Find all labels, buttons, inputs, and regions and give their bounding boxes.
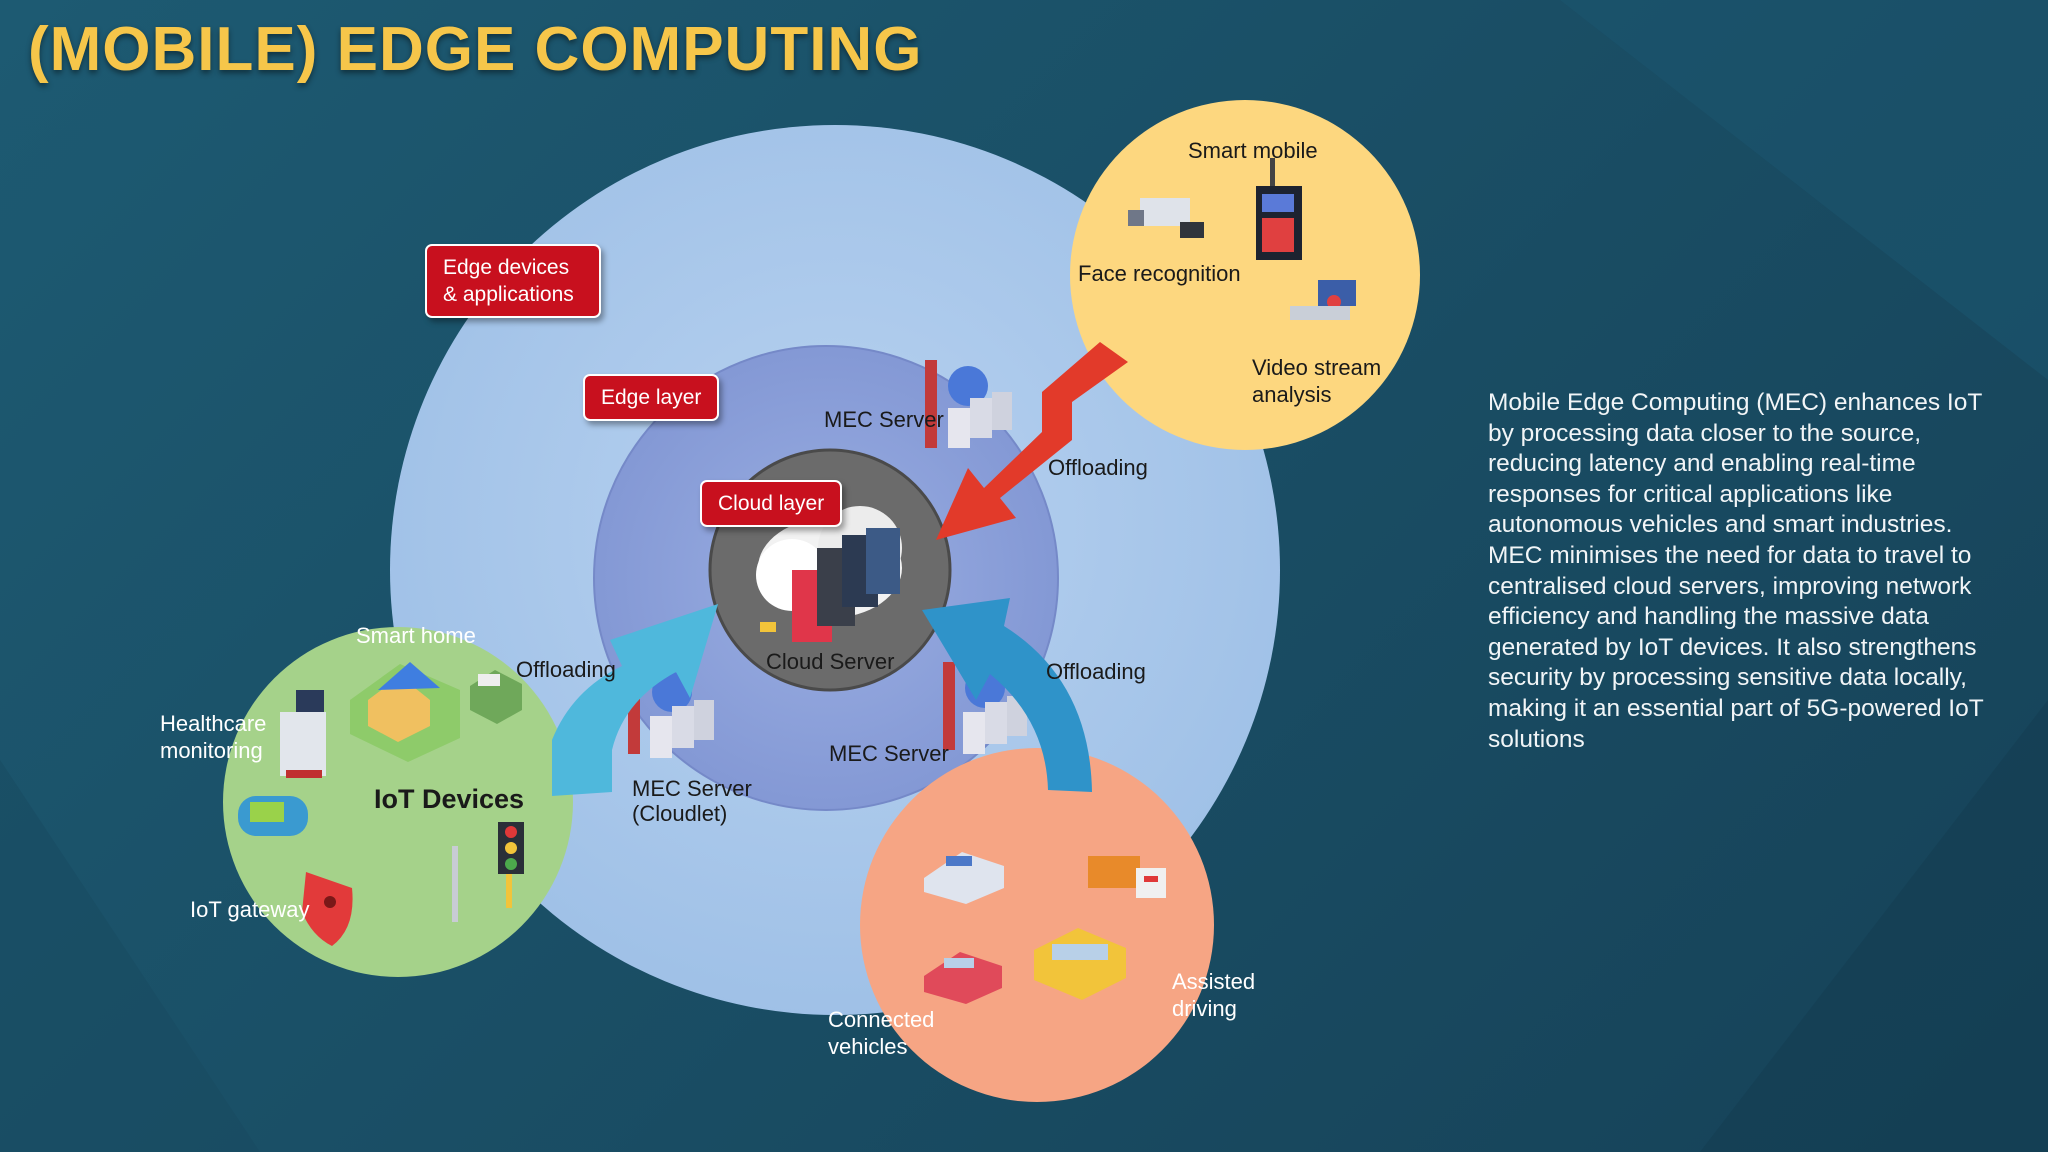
offloading-label-right: Offloading (1046, 659, 1146, 684)
offloading-label-top: Offloading (1048, 455, 1148, 480)
offload-arrow-top (936, 342, 1128, 540)
edge-devices-tag: Edge devices & applications (425, 244, 601, 318)
cloud-server-icon (756, 506, 902, 642)
edge-layer-tag: Edge layer (583, 374, 720, 421)
smart-applications-circle (1070, 100, 1420, 450)
offloading-label-left: Offloading (516, 657, 616, 682)
house-icon (350, 662, 460, 762)
offload-arrow-left (552, 604, 718, 796)
iot-gateway-label: IoT gateway (190, 897, 310, 922)
mec-server-cloudlet-label: MEC Server (Cloudlet) (632, 776, 752, 826)
camera-icon (1128, 198, 1204, 238)
healthcare-label: Healthcare monitoring (160, 711, 267, 763)
smart-mobile-label: Smart mobile (1188, 138, 1318, 163)
smart-home-label: Smart home (356, 623, 476, 648)
walkie-talkie-icon (1256, 158, 1302, 260)
mec-server-icon-top (925, 360, 1012, 448)
cloud-server-label: Cloud Server (766, 649, 895, 674)
mec-server-top-label: MEC Server (824, 407, 944, 432)
description-text: Mobile Edge Computing (MEC) enhances IoT… (1488, 389, 1984, 753)
police-car-icon (924, 852, 1004, 904)
offload-arrow-right (922, 598, 1092, 792)
red-car-icon (924, 952, 1002, 1004)
delivery-truck-icon (1088, 856, 1166, 898)
cloud-layer-tag: Cloud layer (700, 480, 843, 527)
healthcare-kiosk-icon (280, 690, 326, 778)
laptop-icon (1290, 280, 1356, 320)
face-recognition-label: Face recognition (1078, 261, 1241, 286)
connected-vehicles-label: Connected vehicles (828, 1007, 935, 1059)
shield-lock-icon (302, 872, 353, 946)
video-stream-label: Video stream analysis (1252, 355, 1382, 407)
bus-icon (1034, 928, 1126, 1000)
vehicles-circle (860, 748, 1214, 1102)
mec-server-right-label: MEC Server (829, 741, 949, 766)
water-tap-icon (470, 670, 522, 724)
traffic-light-icon (452, 822, 524, 922)
glucose-meter-icon (238, 796, 308, 836)
iot-devices-title: IoT Devices (374, 784, 525, 814)
page-title: (MOBILE) EDGE COMPUTING (28, 15, 923, 84)
assisted-driving-label: Assisted driving (1172, 969, 1256, 1021)
